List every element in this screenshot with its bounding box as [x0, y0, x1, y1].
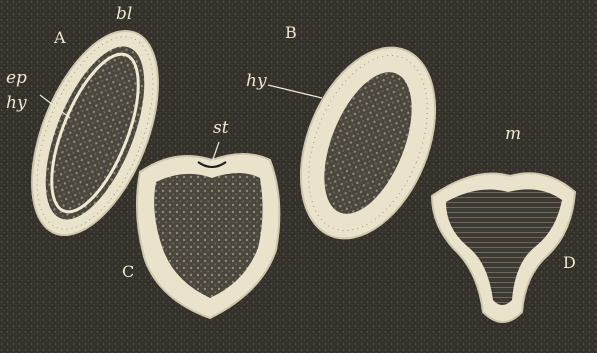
annotation-hy-a: hy: [6, 95, 27, 112]
figure-label-b: B: [285, 25, 297, 41]
annotation-st: st: [213, 120, 229, 137]
annotation-hy-b: hy: [246, 73, 267, 90]
annotation-ep: ep: [6, 70, 27, 87]
annotation-bl: bl: [116, 6, 132, 23]
figure-label-a: A: [54, 30, 66, 46]
figure-label-d: D: [563, 255, 576, 271]
annotation-m: m: [505, 126, 521, 143]
figure-label-c: C: [122, 264, 134, 280]
